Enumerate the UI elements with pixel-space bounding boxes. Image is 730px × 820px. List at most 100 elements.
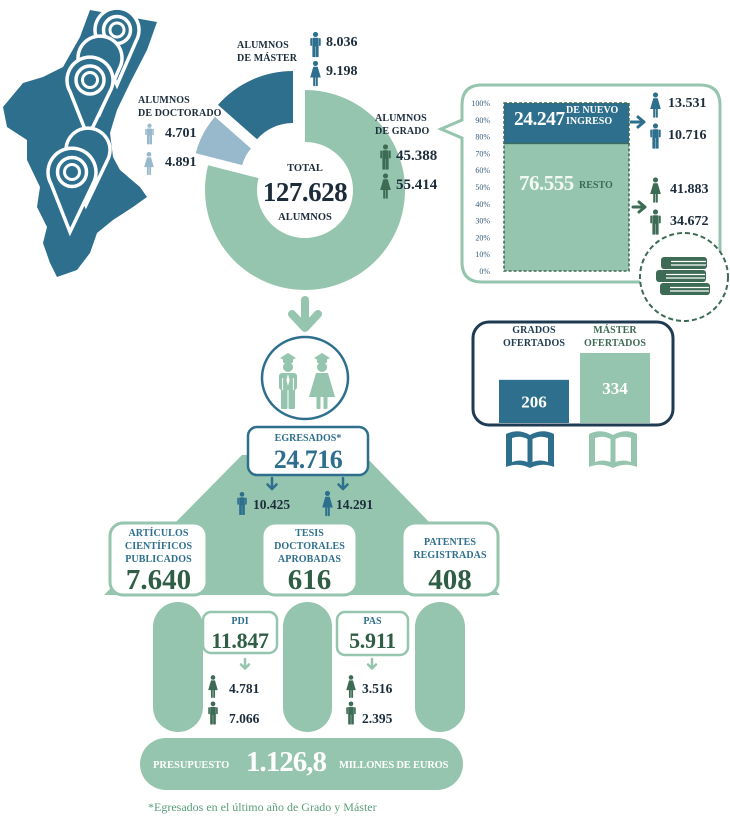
- budget-unit: MILLONES DE EUROS: [339, 760, 449, 771]
- y-tick-label: 0%: [479, 267, 490, 276]
- location-pin-icon: [65, 55, 115, 142]
- egresados-male-count: 10.425: [253, 497, 291, 512]
- label-line: INGRESO: [566, 116, 613, 127]
- total-label: TOTAL: [287, 163, 323, 174]
- graduates-circle: [260, 335, 350, 421]
- grado-male-count: 45.388: [396, 148, 438, 164]
- pas-label: PAS: [363, 616, 382, 627]
- label-line: DE MÁSTER: [237, 52, 298, 64]
- grados-ofertados-label: GRADOS OFERTADOS: [494, 325, 574, 350]
- footnote: *Egresados en el último año de Grado y M…: [148, 800, 377, 814]
- y-tick-label: 70%: [475, 149, 490, 158]
- pdi-box: [201, 610, 279, 655]
- female-icon: [208, 675, 218, 698]
- decorative-pill: [283, 602, 332, 732]
- master-male-count: 8.036: [326, 35, 358, 50]
- nuevo-ingreso-male-count: 10.716: [668, 128, 707, 143]
- female-icon: [310, 60, 321, 87]
- budget-value: 1.126,8: [246, 746, 327, 778]
- nuevo-ingreso-label: DE NUEVO INGRESO: [566, 105, 618, 127]
- egresados-box: [246, 425, 370, 477]
- arrow-down-icon: [366, 657, 378, 670]
- label-line: CIENTÍFICOS: [124, 540, 193, 552]
- arrow-down-icon: [288, 296, 322, 332]
- female-icon: [380, 172, 391, 200]
- arrow-right-icon: [629, 115, 646, 129]
- y-tick-label: 90%: [475, 116, 490, 125]
- patentes-label: PATENTES REGISTRADAS: [402, 537, 498, 563]
- label-line: APROBADAS: [277, 553, 342, 565]
- label-line: ALUMNOS: [237, 40, 289, 51]
- label-line: DE DOCTORADO: [138, 107, 222, 119]
- pas-female-count: 3.516: [362, 681, 393, 696]
- label-line: DE GRADO: [375, 125, 430, 137]
- label-line: OFERTADOS: [583, 337, 647, 349]
- doctorado-male-count: 4.701: [165, 126, 197, 141]
- female-graduate-icon: [309, 353, 335, 409]
- donut-segment-alumnos-de-doctorado: [195, 116, 251, 166]
- students-donut-chart: [195, 71, 405, 290]
- budget-pill: [140, 738, 463, 790]
- male-icon: [650, 209, 661, 235]
- y-tick-label: 60%: [475, 166, 490, 175]
- label-line: TESIS: [295, 528, 324, 539]
- location-pin-icon: [46, 146, 98, 237]
- male-icon: [310, 31, 321, 58]
- arrow-down-icon: [266, 476, 278, 491]
- male-icon: [650, 123, 661, 149]
- bar-master-ofertados: [580, 353, 650, 423]
- pdi-value: 11.847: [211, 628, 269, 653]
- label-line: DE NUEVO: [566, 105, 619, 116]
- female-icon: [650, 177, 661, 203]
- stacked-bar-grado: [503, 102, 630, 272]
- master-female-count: 9.198: [326, 64, 358, 79]
- resto-value: 76.555: [519, 171, 574, 195]
- master-ofertados-label: MÁSTER OFERTADOS: [575, 325, 655, 350]
- label-line: PATENTES: [423, 537, 477, 548]
- stacked-bar-segment-de-nuevo-ingreso: [503, 102, 630, 145]
- label-line: REGISTRADAS: [413, 549, 487, 561]
- pdi-male-count: 7.066: [229, 711, 260, 726]
- percent-axis: 0%10%20%30%40%50%60%70%80%90%100%: [471, 99, 490, 276]
- egresados-female-count: 14.291: [336, 497, 374, 512]
- tesis-label: TESIS DOCTORALES APROBADAS: [262, 528, 357, 566]
- label-line: GRADOS: [512, 325, 556, 336]
- label-line: ALUMNOS: [375, 113, 427, 124]
- label-line: OFERTADOS: [502, 337, 566, 349]
- female-icon: [346, 675, 356, 698]
- label-line: PUBLICADOS: [125, 553, 192, 565]
- pdi-female-count: 4.781: [229, 681, 260, 696]
- grado-students-label: ALUMNOS DE GRADO: [375, 113, 429, 138]
- doctorado-female-count: 4.891: [165, 155, 197, 170]
- bar-grados-ofertados: [499, 379, 569, 423]
- female-icon: [144, 151, 154, 176]
- pdi-label: PDI: [231, 616, 249, 627]
- label-line: MÁSTER: [593, 325, 637, 336]
- resto-male-count: 34.672: [670, 214, 709, 229]
- total-students-value: 127.628: [262, 177, 348, 207]
- egresados-label: EGRESADOS*: [274, 433, 342, 444]
- resto-label: RESTO: [579, 180, 613, 191]
- y-tick-label: 100%: [471, 99, 490, 108]
- egresados-value: 24.716: [273, 445, 343, 474]
- y-tick-label: 10%: [475, 250, 490, 259]
- label-line: ARTÍCULOS: [128, 528, 189, 539]
- y-tick-label: 40%: [475, 200, 490, 209]
- y-tick-label: 80%: [475, 133, 490, 142]
- arrow-right-icon: [631, 200, 647, 214]
- total-unit-label: ALUMNOS: [278, 212, 332, 223]
- male-graduate-icon: [279, 353, 297, 409]
- arrow-down-icon: [337, 476, 349, 491]
- articulos-box: [108, 521, 209, 597]
- female-icon: [650, 92, 661, 118]
- label-line: ALUMNOS: [138, 95, 190, 106]
- male-icon: [145, 122, 154, 146]
- grado-female-count: 55.414: [396, 177, 438, 193]
- master-students-label: ALUMNOS DE MÁSTER: [237, 40, 297, 65]
- male-icon: [237, 490, 247, 517]
- tesis-box: [260, 521, 359, 597]
- bar-value-label: 334: [602, 379, 628, 398]
- decorative-pill: [415, 602, 465, 732]
